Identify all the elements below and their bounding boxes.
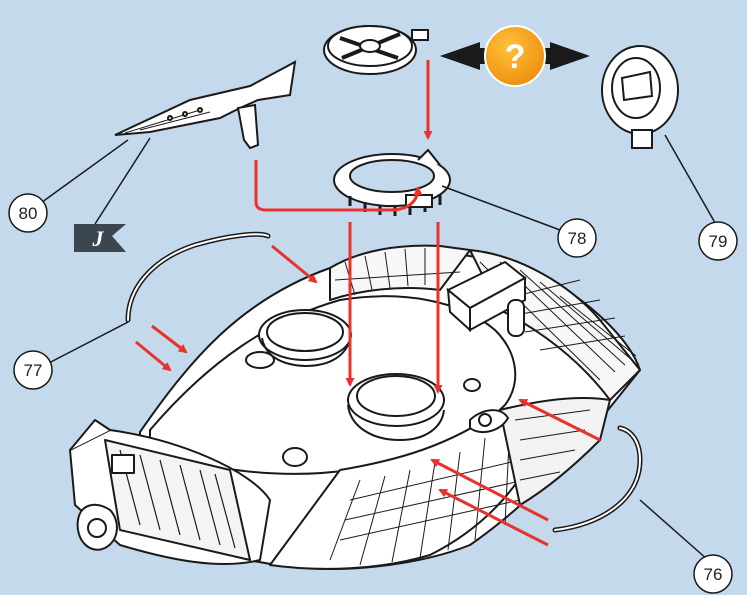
part-79-plate [602,46,678,148]
part-78-ring [334,150,450,216]
arrow-rail77-a [152,326,186,352]
svg-text:76: 76 [704,565,723,584]
part-80-machine-gun [115,62,295,148]
handrail-77 [128,234,268,320]
callout-79: 79 [699,222,737,260]
flag-badge: J [74,224,126,252]
hatch-disk [324,26,428,74]
svg-text:77: 77 [24,361,43,380]
either-or-indicator: ? [440,26,590,86]
callout-77: 77 [14,351,52,389]
arrow-rail77-b [136,342,170,370]
callout-80: 80 [9,194,47,232]
question-mark: ? [505,38,526,76]
callout-76: 76 [694,555,732,593]
svg-text:80: 80 [19,204,38,223]
flag-letter: J [92,226,105,251]
svg-text:79: 79 [709,232,728,251]
arrow-rail77-top [272,246,316,282]
callout-78: 78 [558,219,596,257]
svg-text:78: 78 [568,229,587,248]
